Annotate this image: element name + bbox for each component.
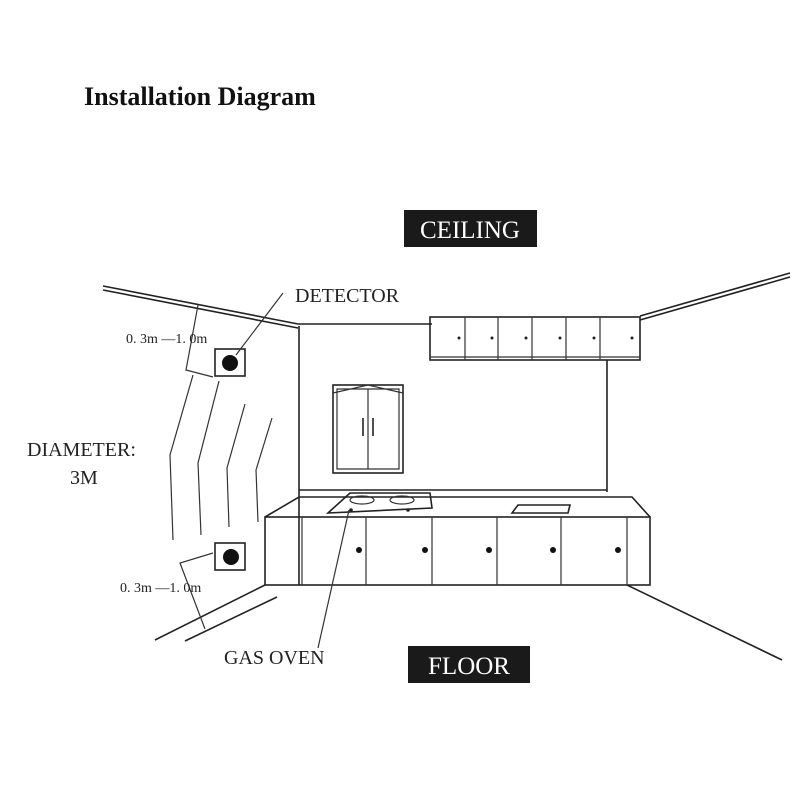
diagram-title: Installation Diagram — [84, 82, 316, 111]
gas-stove — [325, 492, 433, 514]
distance-bottom: 0. 3m —1. 0m — [120, 581, 201, 596]
gas-oven-label: GAS OVEN — [224, 647, 325, 669]
detector-leader — [235, 292, 284, 356]
floor-label: FLOOR — [408, 646, 530, 683]
distance-markers — [179, 304, 214, 630]
diffusion-waves — [169, 374, 273, 541]
sink — [510, 504, 572, 514]
detector-icon — [222, 355, 238, 371]
detector-label: DETECTOR — [295, 285, 400, 307]
detector-icon — [223, 549, 239, 565]
window — [332, 384, 404, 474]
ceiling-text: CEILING — [420, 217, 520, 244]
floor-text: FLOOR — [428, 653, 510, 680]
ceiling-label: CEILING — [404, 210, 537, 247]
gas-oven-leader — [317, 509, 350, 649]
upper-cabinets — [429, 316, 641, 361]
distance-top: 0. 3m —1. 0m — [126, 332, 207, 347]
counter — [264, 489, 651, 586]
detector-top — [214, 348, 246, 377]
diameter-label: DIAMETER: — [27, 439, 136, 461]
detector-bottom — [214, 542, 246, 571]
diameter-value: 3M — [70, 467, 98, 489]
room-lines — [102, 272, 791, 661]
